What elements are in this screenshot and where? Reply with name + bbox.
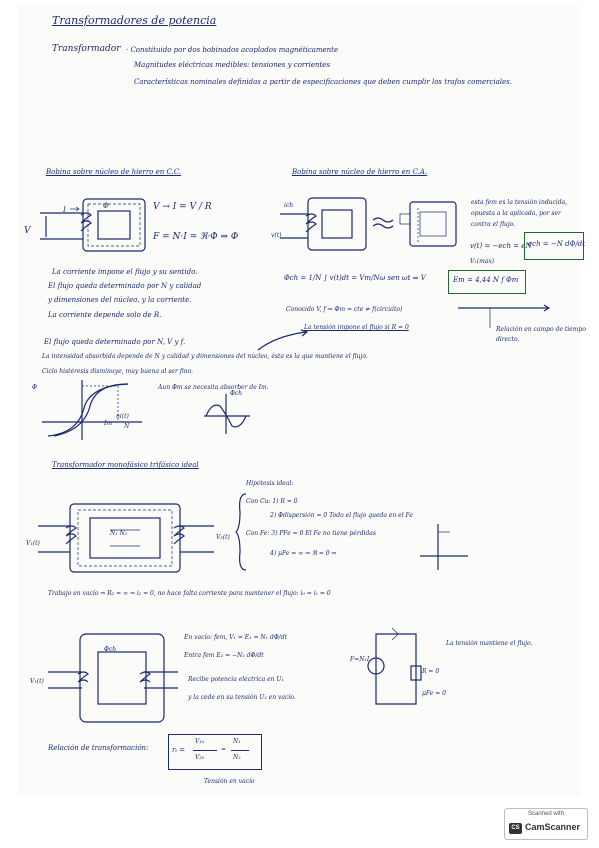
ca-time-arrow (458, 304, 551, 328)
ca-heading: Bobina sobre núcleo de hierro en C.A. (292, 168, 428, 176)
vacio-fem-1: En vacío: fem, V₁ = E₁ = N₁ dΦ/dt (184, 634, 288, 641)
cc-note-4: La corriente depende solo de R. (48, 311, 162, 319)
hysteresis-graph (42, 380, 142, 440)
ideal-v2-label: V₂(t) (216, 534, 230, 541)
ratio-rt: rₜ = (172, 746, 186, 754)
vacio-fem-2: Entra fem E₂ = −N₂ dΦ/dt (184, 652, 264, 659)
ideal-hyp-2: 2) Φdispersión = 0 Todo el flujo queda e… (270, 512, 413, 519)
ratio-v2: V₂₀ (195, 754, 205, 761)
ca-eq-box-1-text: ech = −N dΦ/dt (528, 240, 585, 248)
definition-line-3: Características nominales definidas a pa… (134, 78, 512, 86)
hysteresis-axis-n: N (124, 423, 130, 430)
vacio-mantiene: La tensión mantiene el flujo. (446, 640, 533, 647)
vacio-v1-label: V₁(t) (30, 678, 44, 685)
ideal-hyp-title: Hipótesis ideal: (246, 480, 294, 487)
camscanner-brand: CamScanner (525, 822, 581, 832)
cc-note-3: y dimensiones del núcleo, y la corriente… (48, 296, 192, 304)
cc-eq-1: V → I = V / R (153, 202, 212, 212)
ratio-equals: = (221, 746, 227, 753)
current-waveform (204, 394, 250, 434)
camscanner-logo-icon: CS (509, 823, 522, 834)
cc-i-label: I (63, 206, 66, 214)
flux-line-2: La intensidad absorbida depende de N y c… (42, 353, 368, 360)
vacio-recv-1: Recibe potencia eléctrica en U₁ (188, 676, 284, 683)
ideal-n-labels: N₁ N₂ (110, 530, 128, 537)
ratio-footnote: Tensión en vacío (204, 778, 255, 785)
waveform-phi-label: Φch (230, 390, 243, 397)
ideal-hyp-4: 4) μFe = ∞ ⇒ ℜ = 0 ⇒ (270, 550, 337, 557)
cc-v-label: V (24, 226, 31, 236)
ca-eq-vmax: V₁(max) (470, 258, 495, 265)
page-title: Transformadores de potencia (52, 14, 217, 27)
ca-side-note-2: directo. (496, 336, 520, 343)
flux-line-1: El flujo queda determinado por N, V y f. (44, 338, 186, 346)
vacio-phi-label: Φch (104, 646, 117, 653)
graph-note: Aun Φm se necesita absorber de Im. (158, 384, 269, 391)
cc-eq-2: F = N·I = ℜ·Φ ⇒ Φ (153, 232, 239, 242)
ideal-heading: Transformador monofásico trifásico ideal (52, 461, 199, 469)
definition-label: Transformador (52, 44, 121, 54)
ratio-label: Relación de transformación: (48, 744, 149, 752)
camscanner-badge: Scanned with CS CamScanner (504, 808, 588, 840)
ratio-v1: V₁₀ (195, 738, 205, 745)
ca-fem-note-2: opuesta a la aplicada, por ser (471, 210, 561, 217)
scanned-with-caption: Scanned with (527, 811, 565, 817)
definition-line-1: · Constituido por dos bobinados acoplado… (126, 46, 339, 54)
cc-note-1: La corriente impone el flujo y su sentid… (52, 268, 198, 276)
vacio-r0: R = 0 (422, 668, 440, 675)
ideal-brace (235, 493, 247, 571)
vacio-transformer-diagram (48, 633, 178, 723)
vacio-mu: μFe = 0 (422, 690, 446, 697)
ideal-transformer-diagram (38, 503, 214, 573)
ca-known-2: La tensión impone el flujo si R = 0 (304, 324, 409, 331)
ratio-divider-2 (231, 750, 249, 751)
ca-known: Conocido V, f ⇒ Φm = cte ≠ f(circuito) (286, 306, 403, 313)
ratio-divider-1 (193, 750, 217, 751)
ratio-box: rₜ = V₁₀ V₂₀ = N₁ N₂ (168, 734, 262, 770)
ca-fem-note-3: contra el flujo. (471, 221, 516, 228)
cc-heading: Bobina sobre núcleo de hierro en C.C. (46, 168, 182, 176)
vacio-recv-2: y la cede en su tensión U₂ en vacío. (188, 694, 296, 701)
ca-fem-note-1: esta fem es la tensión inducida, (471, 199, 568, 206)
flux-arrow (257, 329, 309, 351)
vacio-line: Trabajo en vacío ⇒ R₂ = ∞ ⇒ i₂ = 0, no h… (48, 590, 331, 597)
ideal-axes-sketch (420, 524, 468, 570)
ratio-n2: N₂ (233, 754, 241, 761)
ca-coil-diagram (280, 197, 457, 251)
magnetic-circuit (367, 627, 422, 705)
definition-line-2: Magnitudes eléctricas medibles: tensione… (134, 61, 331, 69)
ca-eq-box-2: Em = 4,44 N f Φm (448, 270, 526, 294)
cc-note-2: El flujo queda determinado por N y calid… (48, 282, 202, 290)
ideal-hyp-3: Con Fe: 3) PFe = 0 El Fe no tiene pérdid… (246, 530, 376, 537)
ca-eq-box-2-text: Em = 4,44 N f Φm (453, 276, 519, 284)
ratio-n1: N₁ (233, 738, 241, 745)
ca-ich-label: ich (284, 202, 294, 209)
ca-side-note-1: Relación en campo de tiempo (496, 326, 586, 333)
ca-eq-phi: Φch = 1/N ∫ v(t)dt = Vm/Nω sen ωt ⇒ V (284, 274, 426, 282)
cc-coil-diagram (40, 198, 146, 252)
flux-line-3: Ciclo histéresis disminuye, muy buena al… (42, 368, 194, 375)
notebook-page: Transformadores de potencia Transformado… (18, 6, 586, 796)
ca-vt-label: v(t) (271, 232, 282, 239)
hysteresis-axis-ni: ni(t) (116, 413, 129, 420)
hysteresis-im: Im (104, 420, 113, 427)
ca-eq-v: v(t) = −ech = eN (470, 242, 532, 250)
magnetic-circuit-f: F=N₁I (350, 656, 370, 663)
ca-eq-box-1: ech = −N dΦ/dt (524, 232, 585, 260)
ideal-v1-label: V₁(t) (26, 540, 40, 547)
ideal-hyp-1: Con Cu: 1) R = 0 (246, 498, 298, 505)
hysteresis-axis-phi: Φ (32, 384, 37, 391)
cc-phi-label: Φ (103, 202, 109, 210)
